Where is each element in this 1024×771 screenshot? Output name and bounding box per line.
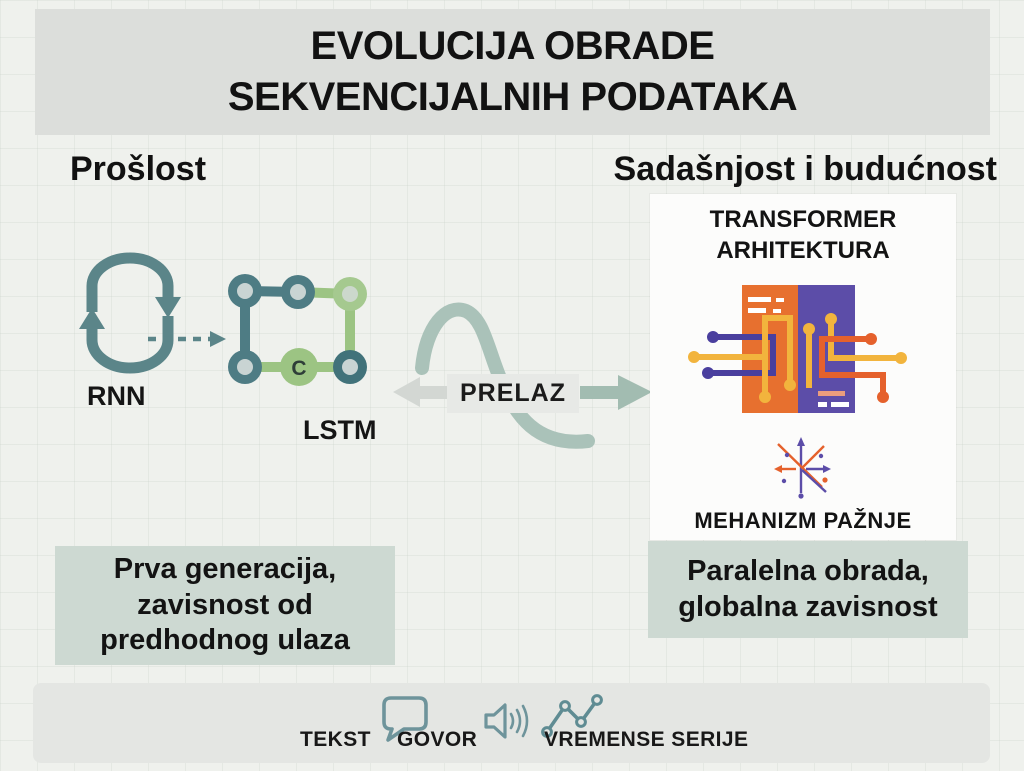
evolution-dashed-arrow-icon: [148, 331, 226, 347]
left-arrow-icon: [393, 377, 448, 407]
transition-label-box: PRELAZ: [447, 374, 579, 413]
heading-past: Prošlost: [70, 150, 207, 188]
past-caption-box: Prva generacija, zavisnost od predhodnog…: [55, 546, 395, 665]
transformer-circuit-illustration: [688, 285, 907, 413]
rnn-label: RNN: [87, 381, 146, 411]
speech-bubble-icon: [382, 696, 428, 742]
lstm-diagram: C: [228, 274, 367, 386]
heading-present-future: Sadašnjost i budućnost: [613, 150, 997, 188]
modality-footer-bar: TEKST GOVOR VREMENSE SERIJE: [33, 683, 990, 763]
future-caption-box: Paralelna obrada, globalna zavisnost: [648, 541, 968, 638]
series-label: VREMENSE SERIJE: [544, 728, 749, 751]
transition-swoosh-arrows: [393, 302, 652, 449]
speaker-icon: [484, 703, 529, 739]
tekst-label: TEKST: [300, 728, 371, 751]
time-series-chart-icon: [541, 694, 603, 738]
attention-label: MEHANIZM PAŽNJE: [694, 508, 912, 533]
transformer-card-title: TRANSFORMER ARHITEKTURA: [709, 206, 897, 265]
transformer-card: TRANSFORMER ARHITEKTURA: [650, 194, 956, 540]
lstm-label: LSTM: [303, 415, 377, 445]
lstm-cell-letter: C: [291, 357, 306, 380]
rnn-loop-icon: [79, 252, 181, 374]
page-title: EVOLUCIJA OBRADE SEKVENCIJALNIH PODATAKA: [35, 9, 990, 135]
swoosh-curve: [415, 302, 595, 449]
attention-mechanism-icon: [774, 437, 831, 499]
govor-label: GOVOR: [397, 728, 478, 751]
right-arrow-icon: [580, 375, 652, 410]
